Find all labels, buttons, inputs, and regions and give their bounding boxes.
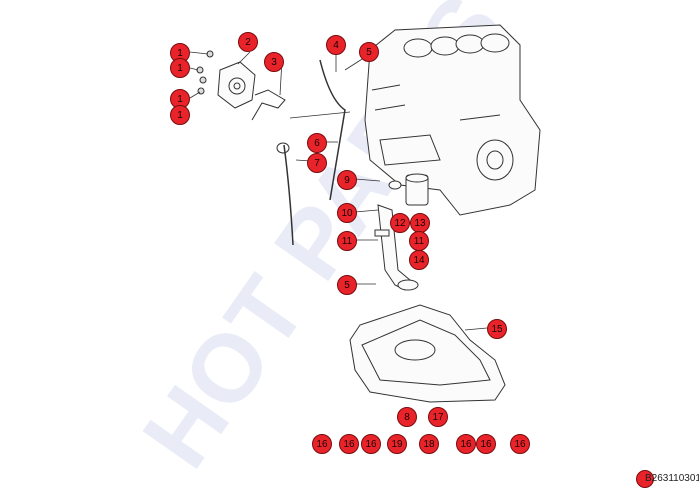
callout-2[interactable]: 2 [238,32,258,52]
callout-15[interactable]: 15 [487,319,507,339]
reference-marker [636,470,654,488]
callout-11-b[interactable]: 11 [409,231,429,251]
callout-1-b[interactable]: 1 [170,58,190,78]
engine-block [364,24,541,216]
callout-6[interactable]: 6 [307,133,327,153]
oil-level-gauge [283,144,294,246]
callout-13[interactable]: 13 [410,213,430,233]
callout-4[interactable]: 4 [326,35,346,55]
oil-filter [388,173,429,206]
callout-3[interactable]: 3 [264,52,284,72]
callout-12[interactable]: 12 [390,213,410,233]
oil-pump-gasket [251,89,286,121]
callout-8[interactable]: 8 [397,407,417,427]
callout-17[interactable]: 17 [428,407,448,427]
oil-screen [374,204,419,291]
callout-11-a[interactable]: 11 [337,231,357,251]
callout-9[interactable]: 9 [337,170,357,190]
callout-5-a[interactable]: 5 [359,42,379,62]
pump-bolts [196,50,214,95]
oil-pan [349,304,506,403]
callout-18[interactable]: 18 [419,434,439,454]
callout-16-f[interactable]: 16 [510,434,530,454]
callout-16-d[interactable]: 16 [456,434,476,454]
callout-19[interactable]: 19 [387,434,407,454]
callout-16-c[interactable]: 16 [361,434,381,454]
callout-16-b[interactable]: 16 [339,434,359,454]
callout-1-d[interactable]: 1 [170,105,190,125]
dipstick-guide [319,59,346,201]
callout-16-e[interactable]: 16 [476,434,496,454]
callout-5-b[interactable]: 5 [337,275,357,295]
reference-code: B263110301 [645,473,699,484]
callout-10[interactable]: 10 [337,203,357,223]
callout-1-c[interactable]: 1 [170,89,190,109]
callout-14[interactable]: 14 [409,250,429,270]
callout-16-a[interactable]: 16 [312,434,332,454]
callout-7[interactable]: 7 [307,153,327,173]
oil-pump [217,61,256,109]
